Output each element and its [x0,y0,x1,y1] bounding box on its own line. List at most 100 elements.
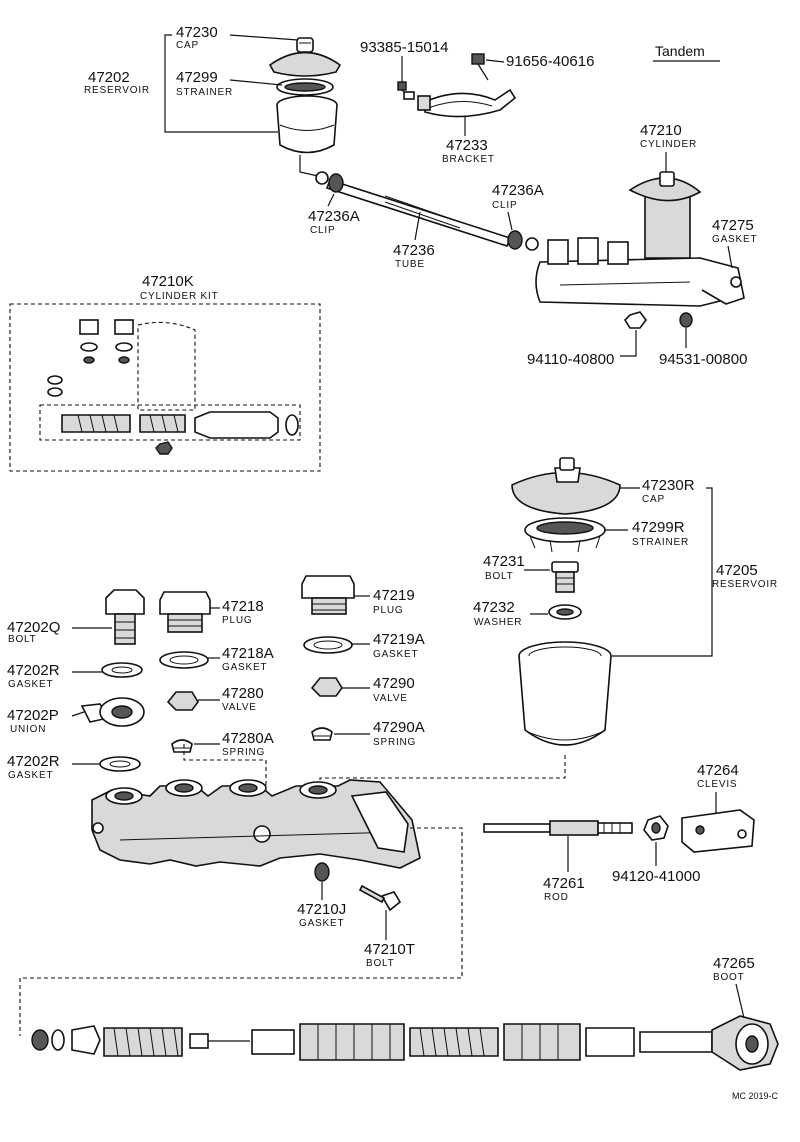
svg-text:47210: 47210 [640,122,682,139]
label-47290: 47290 VALVE [342,675,415,704]
svg-text:91656-40616: 91656-40616 [506,53,594,70]
bracket-47233 [417,88,517,118]
figure-code: MC 2019-C [732,1091,779,1101]
svg-text:47202P: 47202P [7,707,59,724]
svg-text:47261: 47261 [543,875,585,892]
svg-text:GASKET: GASKET [373,649,418,660]
clip-47236A-right [507,230,539,251]
label-47218A: 47218A GASKET [208,645,274,673]
svg-text:47202R: 47202R [7,662,60,679]
label-47231: 47231 BOLT [483,553,550,582]
label-47236A-right: 47236A CLIP [492,182,544,231]
svg-text:47299: 47299 [176,69,218,86]
label-47210: 47210 CYLINDER [640,122,697,172]
piston-assembly [31,1023,713,1061]
washer-47232 [548,604,582,620]
spring-47280A [171,739,193,753]
svg-text:47232: 47232 [473,599,515,616]
rod-47261 [483,820,633,836]
svg-text:47230R: 47230R [642,477,695,494]
svg-text:47280A: 47280A [222,730,274,747]
svg-text:RESERVOIR: RESERVOIR [84,85,150,96]
svg-text:VALVE: VALVE [373,693,408,704]
gasket-47210J [314,862,330,882]
svg-text:GASKET: GASKET [712,234,757,245]
reservoir-strainer-47299 [276,78,334,96]
reservoir-47205 [319,641,612,790]
plug-47218 [159,591,211,633]
svg-text:PLUG: PLUG [373,605,403,616]
label-47230R: 47230R CAP [620,477,695,505]
svg-text:BRACKET: BRACKET [442,154,495,165]
svg-text:47231: 47231 [483,553,525,570]
tube-47236 [325,179,512,247]
label-94531: 94531-00800 [659,328,747,368]
svg-text:47219A: 47219A [373,631,425,648]
svg-text:47202Q: 47202Q [7,619,60,636]
label-47202P: 47202P UNION [7,707,85,735]
label-47265: 47265 BOOT [713,955,755,1019]
washer-94531 [679,312,693,328]
svg-text:CAP: CAP [642,494,665,505]
label-47299: 47299 STRAINER [176,69,283,98]
svg-text:94531-00800: 94531-00800 [659,351,747,368]
label-94110: 94110-40800 [527,330,637,368]
clip-47236A-left [315,171,344,193]
svg-text:BOOT: BOOT [713,972,745,983]
svg-text:47218: 47218 [222,598,264,615]
svg-text:CYLINDER KIT: CYLINDER KIT [140,291,219,302]
label-47233: 47233 BRACKET [442,116,495,165]
label-47219A: 47219A GASKET [352,631,425,660]
label-47264: 47264 CLEVIS [697,762,739,814]
label-47261: 47261 ROD [543,836,585,903]
strainer-47299R [524,517,606,553]
svg-text:GASKET: GASKET [222,662,267,673]
svg-text:47202: 47202 [88,69,130,86]
svg-text:CYLINDER: CYLINDER [640,139,697,150]
svg-text:GASKET: GASKET [8,770,53,781]
svg-text:47210K: 47210K [142,273,194,290]
svg-text:47265: 47265 [713,955,755,972]
svg-text:BOLT: BOLT [485,571,514,582]
svg-text:47290A: 47290A [373,719,425,736]
label-47202R-bottom: 47202R GASKET [7,753,100,781]
cap-47230R [511,457,621,515]
diagram-title: Tandem [653,43,720,62]
svg-text:47202R: 47202R [7,753,60,770]
label-47218: 47218 PLUG [210,598,264,626]
svg-text:94120-41000: 94120-41000 [612,868,700,885]
label-47230: 47230 CAP [176,24,299,51]
svg-text:Tandem: Tandem [655,43,705,59]
label-47202Q: 47202Q BOLT [7,619,112,645]
label-91656: 91656-40616 [485,53,594,70]
label-47202R-top: 47202R GASKET [7,662,102,690]
svg-text:WASHER: WASHER [474,617,522,628]
svg-text:47280: 47280 [222,685,264,702]
svg-text:CAP: CAP [176,40,199,51]
svg-text:UNION: UNION [10,724,46,735]
reservoir-cap-47230 [268,37,342,77]
plug-47219 [301,575,355,615]
svg-text:BOLT: BOLT [366,958,395,969]
bolt-91656 [471,53,489,81]
gasket-47202R-bottom [99,756,141,772]
gasket-47218A [159,651,209,669]
svg-text:CLIP: CLIP [492,200,517,211]
label-47210T: 47210T BOLT [364,910,415,969]
svg-text:SPRING: SPRING [373,737,416,748]
label-47205: 47205 RESERVOIR [612,487,777,657]
svg-text:47236: 47236 [393,242,435,259]
svg-text:47264: 47264 [697,762,739,779]
svg-text:47210T: 47210T [364,941,415,958]
bolt-47231 [551,561,579,593]
nut-94110 [623,311,647,329]
svg-text:93385-15014: 93385-15014 [360,39,448,56]
label-47232: 47232 WASHER [473,599,548,628]
label-47236: 47236 TUBE [393,211,435,270]
svg-text:47236A: 47236A [308,208,360,225]
bolt-47202Q [105,589,145,645]
union-47202P [80,697,145,727]
cylinder-47210 [535,171,745,307]
svg-text:47219: 47219 [373,587,415,604]
